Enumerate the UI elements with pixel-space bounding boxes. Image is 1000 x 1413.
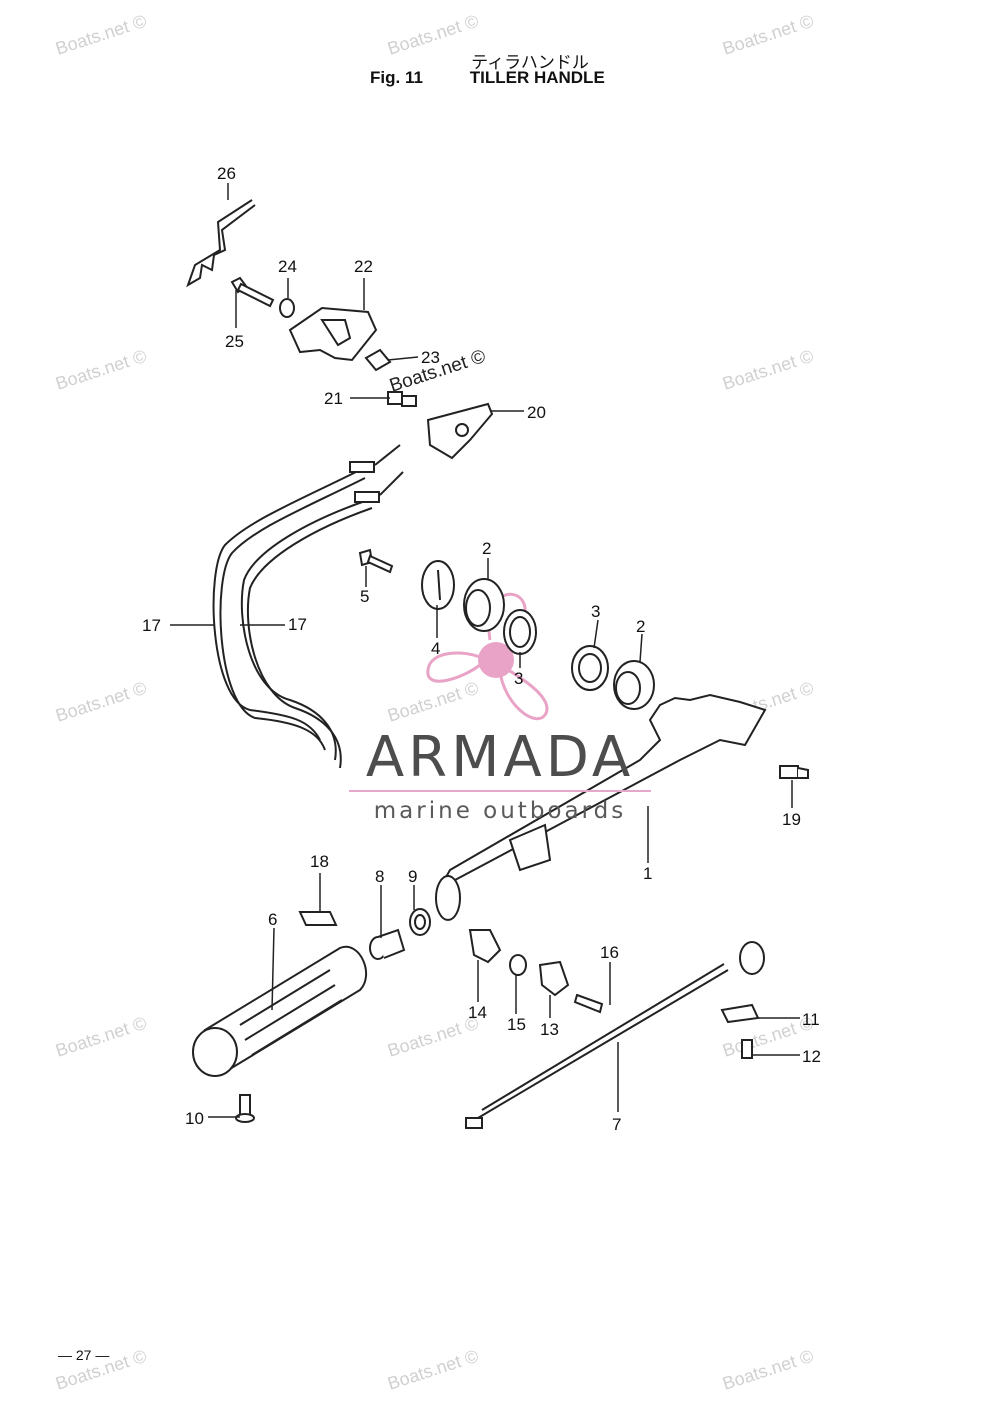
part-3-ring-left bbox=[503, 609, 537, 655]
watermark-text: Boats.net © bbox=[53, 346, 149, 394]
callout-1: 1 bbox=[643, 864, 652, 883]
part-17-throttle-cables bbox=[212, 444, 404, 769]
callout-20: 20 bbox=[527, 403, 546, 422]
callout-18: 18 bbox=[310, 852, 329, 871]
callout-7: 7 bbox=[612, 1115, 621, 1134]
watermark-text: Boats.net © bbox=[385, 678, 481, 726]
callout-17-left: 17 bbox=[142, 616, 161, 635]
callout-26: 26 bbox=[217, 164, 236, 183]
part-11-plate bbox=[720, 1003, 760, 1024]
watermark-text: Boats.net © bbox=[53, 678, 149, 726]
part-18-decal bbox=[298, 911, 338, 926]
watermark-text: Boats.net © bbox=[385, 11, 481, 59]
watermark-text: Boats.net © bbox=[385, 1013, 481, 1061]
part-5-bolt bbox=[358, 548, 394, 574]
part-4-bushing bbox=[421, 560, 455, 610]
brand-divider bbox=[349, 790, 651, 792]
callout-10: 10 bbox=[185, 1109, 204, 1128]
callout-3-right: 3 bbox=[591, 602, 600, 621]
watermark-text: Boats.net © bbox=[720, 11, 816, 59]
callout-labels: 26 24 22 25 23 21 20 17 17 5 4 2 3 3 2 1… bbox=[142, 164, 821, 1134]
callout-25: 25 bbox=[225, 332, 244, 351]
callout-8: 8 bbox=[375, 867, 384, 886]
part-2-bushing-right bbox=[613, 660, 655, 710]
part-25-bolt bbox=[230, 276, 275, 308]
callout-2-right: 2 bbox=[636, 617, 645, 636]
part-14-clamp bbox=[468, 929, 502, 964]
part-7-stop-switch-cable bbox=[465, 941, 765, 1129]
callout-23: 23 bbox=[421, 348, 440, 367]
callout-4: 4 bbox=[431, 639, 440, 658]
callout-24: 24 bbox=[278, 257, 297, 276]
figure-number: Fig. 11 bbox=[370, 68, 423, 87]
callout-2-left: 2 bbox=[482, 539, 491, 558]
callout-15: 15 bbox=[507, 1015, 526, 1034]
watermark-text: Boats.net © bbox=[53, 1013, 149, 1061]
watermark-text: Boats.net © bbox=[53, 11, 149, 59]
callout-22: 22 bbox=[354, 257, 373, 276]
figure-title: TILLER HANDLE bbox=[469, 68, 605, 87]
figure-title-row: Fig. 11 TILLER HANDLE bbox=[370, 68, 605, 88]
callout-11: 11 bbox=[802, 1010, 820, 1029]
callout-13: 13 bbox=[540, 1020, 559, 1039]
callout-9: 9 bbox=[408, 867, 417, 886]
callout-17-right: 17 bbox=[288, 615, 307, 634]
part-3-ring-right bbox=[571, 645, 609, 691]
part-8-collar bbox=[369, 928, 406, 960]
part-19-switch bbox=[779, 765, 809, 779]
callout-14: 14 bbox=[468, 1003, 487, 1022]
part-23-collar bbox=[364, 348, 392, 372]
armada-propeller-logo bbox=[426, 592, 549, 721]
part-16-screw bbox=[573, 993, 604, 1014]
part-22-bracket bbox=[288, 306, 378, 362]
part-10-screw bbox=[235, 1094, 255, 1123]
part-26-wire-clip bbox=[186, 199, 256, 288]
figure-title-japanese: ティラハンドル bbox=[471, 53, 589, 73]
callout-6: 6 bbox=[268, 910, 277, 929]
armada-brand-watermark: ARMADA marine outboards bbox=[345, 728, 655, 824]
watermark-text: Boats.net © bbox=[385, 1346, 481, 1394]
callout-19: 19 bbox=[782, 810, 801, 829]
part-12-screw bbox=[741, 1039, 753, 1059]
callout-3-left: 3 bbox=[514, 669, 523, 688]
watermark-text: Boats.net © bbox=[720, 346, 816, 394]
page-number: — 27 — bbox=[58, 1347, 110, 1363]
callout-16: 16 bbox=[600, 943, 619, 962]
callout-12: 12 bbox=[802, 1047, 821, 1066]
watermark-text: Boats.net © bbox=[720, 1346, 816, 1394]
brand-tagline: marine outboards bbox=[373, 798, 627, 824]
leader-lines bbox=[170, 183, 800, 1118]
callout-5: 5 bbox=[360, 587, 369, 606]
part-15-spring bbox=[509, 954, 527, 976]
part-21-bolt bbox=[387, 391, 417, 407]
brand-name: ARMADA bbox=[365, 725, 635, 790]
part-2-bushing-left bbox=[463, 578, 505, 632]
part-13-clamp bbox=[538, 960, 570, 997]
part-24-washer bbox=[279, 298, 295, 318]
part-20-plate bbox=[426, 402, 494, 460]
part-9-washer bbox=[409, 908, 431, 936]
part-6-throttle-grip bbox=[192, 945, 367, 1077]
callout-21: 21 bbox=[324, 389, 343, 408]
